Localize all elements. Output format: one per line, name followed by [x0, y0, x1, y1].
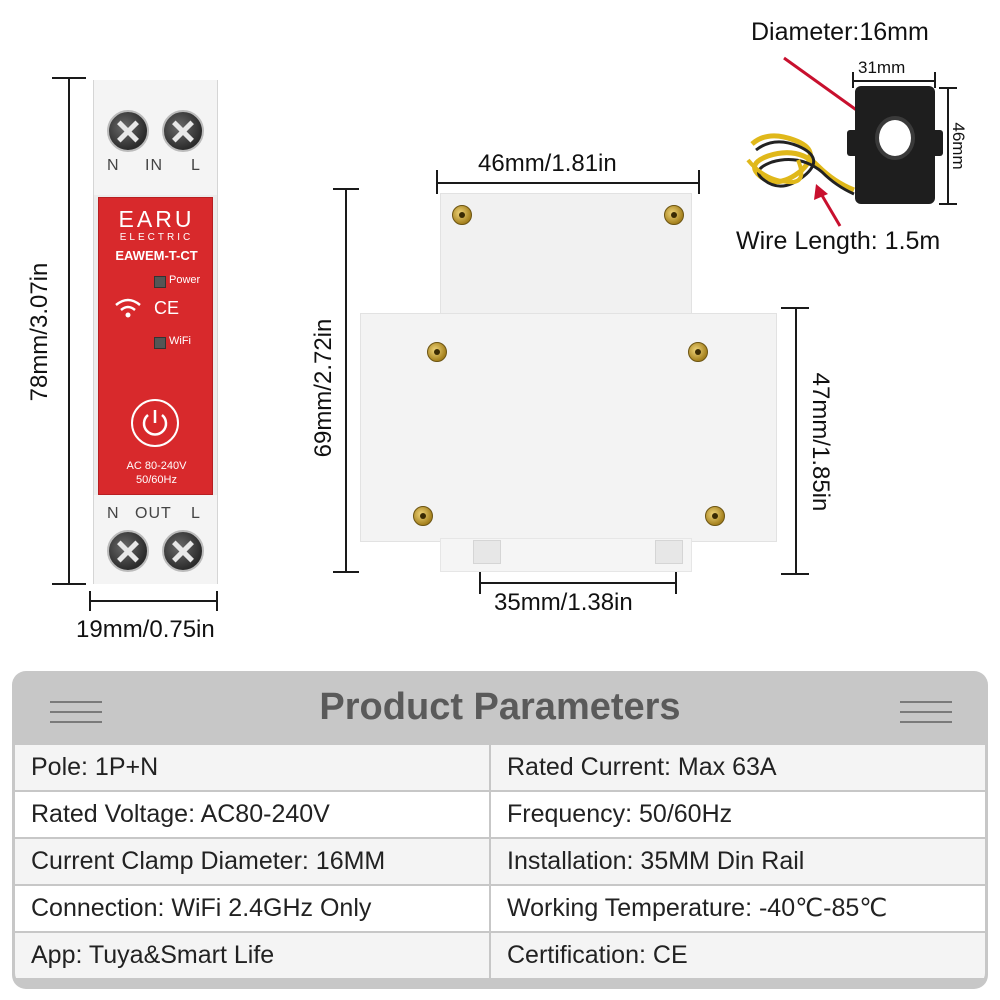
top-width-label: 46mm/1.81in [478, 150, 617, 177]
clamp-aperture [875, 116, 915, 160]
terminal-screw-icon [107, 530, 149, 572]
parameter-cell: Certification: CE [491, 933, 985, 978]
current-clamp [847, 86, 943, 204]
parameter-cell: Connection: WiFi 2.4GHz Only [15, 886, 489, 931]
parameter-cell: Installation: 35MM Din Rail [491, 839, 985, 884]
decorative-lines-icon [900, 701, 952, 723]
terminal-label: L [191, 157, 201, 174]
total-height-label: 69mm/2.72in [310, 318, 337, 458]
terminal-label: N [107, 505, 120, 522]
rivet-icon [427, 342, 447, 362]
parameters-table: Pole: 1P+N Rated Current: Max 63A Rated … [15, 745, 985, 985]
breaker-width-label: 19mm/0.75in [76, 616, 215, 643]
terminal-screw-icon [107, 110, 149, 152]
table-row: Rated Voltage: AC80-240V Frequency: 50/6… [15, 792, 985, 837]
wifi-icon [115, 298, 141, 318]
parameter-cell: Current Clamp Diameter: 16MM [15, 839, 489, 884]
power-led-icon [154, 276, 166, 288]
wifi-led-label: WiFi [169, 335, 191, 347]
breaker-height-label: 78mm/3.07in [26, 262, 53, 402]
table-row: Connection: WiFi 2.4GHz Only Working Tem… [15, 886, 985, 931]
clamp-diameter-label: Diameter:16mm [751, 18, 929, 46]
terminal-screw-icon [162, 110, 204, 152]
parameters-title: Product Parameters [319, 686, 681, 728]
body-height-label: 47mm/1.85in [807, 372, 834, 512]
rivet-icon [664, 205, 684, 225]
terminal-label: OUT [135, 505, 172, 522]
model-number: EAWEM-T-CT [115, 248, 198, 263]
rivet-icon [688, 342, 708, 362]
parameter-cell: Rated Voltage: AC80-240V [15, 792, 489, 837]
clamp-width-label: 31mm [858, 58, 906, 77]
breaker-bottom-terminal-block: N OUT L [94, 495, 217, 584]
rated-frequency-marking: 50/60Hz [136, 474, 177, 486]
power-button[interactable] [131, 399, 179, 447]
breaker-front-panel: EARU ELECTRIC EAWEM-T-CT Power CE WiFi A… [98, 197, 213, 495]
rail-clip [655, 540, 683, 564]
terminal-screw-icon [162, 530, 204, 572]
parameter-cell: Working Temperature: -40℃-85℃ [491, 886, 985, 931]
table-column-divider [489, 745, 491, 985]
rivet-icon [705, 506, 725, 526]
table-row: App: Tuya&Smart Life Certification: CE [15, 933, 985, 978]
power-icon [142, 410, 168, 436]
rail-width-label: 35mm/1.38in [494, 589, 633, 616]
parameter-cell: Pole: 1P+N [15, 745, 489, 790]
ce-mark: CE [154, 298, 180, 318]
brand-subtitle: ELECTRIC [119, 232, 194, 243]
wire-pointer-arrow [814, 184, 842, 227]
clamp-height-label: 46mm [949, 122, 968, 170]
wire-length-label: Wire Length: 1.5m [736, 227, 941, 255]
breaker-top-terminal-block: N IN L [94, 80, 217, 195]
brand-logo: EARU [118, 206, 195, 232]
power-led-label: Power [169, 274, 201, 286]
rail-clip [473, 540, 501, 564]
terminal-label: IN [145, 157, 163, 174]
parameter-cell: App: Tuya&Smart Life [15, 933, 489, 978]
parameter-cell: Frequency: 50/60Hz [491, 792, 985, 837]
table-row: Current Clamp Diameter: 16MM Installatio… [15, 839, 985, 884]
rated-voltage-marking: AC 80-240V [126, 460, 187, 472]
wifi-led-icon [154, 337, 166, 349]
parameter-cell: Rated Current: Max 63A [491, 745, 985, 790]
rivet-icon [413, 506, 433, 526]
terminal-label: L [191, 505, 201, 522]
rivet-icon [452, 205, 472, 225]
breaker-module: N IN L EARU ELECTRIC EAWEM-T-CT Power CE… [93, 80, 218, 584]
decorative-lines-icon [50, 701, 102, 723]
clamp-wire-bundle [746, 133, 855, 196]
terminal-label: N [107, 157, 120, 174]
table-row: Pole: 1P+N Rated Current: Max 63A [15, 745, 985, 790]
housing-upper-section [440, 193, 692, 325]
